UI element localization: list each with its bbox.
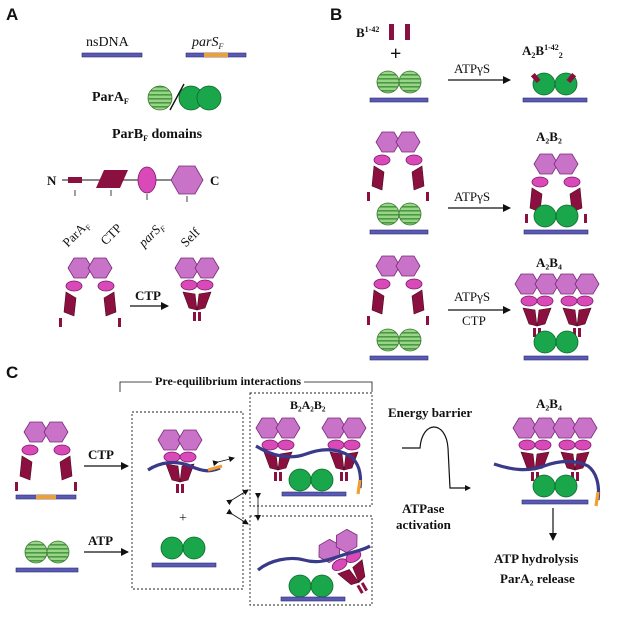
pre-eq-box-3 (249, 515, 373, 606)
dna-row3-left (369, 355, 429, 361)
parb-dimer-closed-a (175, 258, 219, 321)
dna-final-bar (521, 499, 589, 505)
ctp-domain (96, 170, 128, 188)
dna-c-box2-bar (281, 491, 347, 497)
dna-c-atp (15, 567, 79, 573)
atpgs-row3: ATPγS (454, 289, 491, 304)
para-c-box2 (288, 468, 334, 492)
panel-c (15, 381, 601, 606)
parb-row2-open (367, 132, 429, 201)
equilibrium-arrow-1 (226, 489, 249, 506)
equilibrium-arrow-2 (226, 508, 249, 525)
dna-c-box2 (255, 444, 363, 489)
n-terminus: N (47, 173, 57, 188)
b142-bar-2 (405, 24, 410, 40)
dna-row1-right (522, 97, 588, 103)
para-dimer-solid (178, 85, 222, 111)
parb-dimer-open-a (59, 258, 121, 327)
panel-label-b: B (330, 5, 343, 24)
c-terminus: C (210, 173, 220, 188)
parb-final-2 (553, 418, 597, 481)
b142-bar-1 (389, 24, 394, 40)
dna-row2-right (523, 229, 589, 235)
row3-product-label: A₂B₄ (536, 255, 562, 270)
parb-domains-title: ParBF domains (112, 127, 203, 143)
ctp-row3: CTP (462, 313, 486, 328)
panel-b (367, 24, 599, 361)
energy-barrier-label: Energy barrier (388, 405, 473, 420)
slide-arrow (212, 456, 235, 467)
pars-domain (137, 166, 157, 194)
para-row3-product (533, 330, 579, 354)
pre-eq-label: Pre-equilibrium interactions (152, 375, 305, 387)
dna-row1-left (369, 97, 429, 103)
b142-label: B1-42 (356, 25, 380, 40)
parb-row3-product-right (555, 274, 599, 337)
row2-product-label: A₂B₂ (536, 129, 562, 144)
hydrolysis-label: ATP hydrolysis (494, 551, 579, 566)
atpase-label-2: activation (396, 517, 451, 532)
dna-c-box3-bar (280, 596, 346, 602)
parb-row3-open (367, 256, 429, 325)
para-row2-striped (376, 202, 422, 226)
b2a2b2-label: B₂A₂B₂ (290, 398, 326, 412)
release-label: ParA₂ release (500, 571, 575, 586)
dna-c-box1 (151, 562, 217, 568)
para-c-striped (24, 540, 70, 564)
para-monomer-striped (147, 85, 173, 111)
atpgs-row2: ATPγS (454, 189, 491, 204)
energy-barrier-curve (402, 426, 471, 491)
panel-label-a: A (6, 5, 19, 24)
self-domain (170, 165, 204, 195)
para-label: ParAF (92, 90, 129, 106)
parb-final-1 (513, 418, 557, 481)
panel-label-c: C (6, 363, 19, 382)
plus-b: + (390, 43, 402, 65)
a2b4-final-label: A₂B₄ (536, 396, 562, 411)
ctp-arrow-label-a: CTP (135, 288, 161, 303)
para-final (532, 474, 578, 498)
nsdna-label: nsDNA (86, 35, 129, 50)
dna-row3-right (523, 355, 589, 361)
dna-c-box3 (256, 544, 371, 572)
parb-c-open (15, 422, 77, 491)
nsdna-bar (81, 52, 143, 58)
dna-final (493, 459, 601, 501)
slash (169, 83, 185, 111)
atp-label-c: ATP (88, 533, 114, 548)
pars-site (204, 53, 228, 57)
atpgs-row1: ATPγS (454, 61, 491, 76)
panel-a (59, 52, 247, 327)
ctp-label-c: CTP (88, 447, 114, 462)
para-domain (68, 177, 82, 183)
dna-row2-left (369, 229, 429, 235)
atpase-label-1: ATPase (402, 501, 445, 516)
para-c-box1 (160, 536, 206, 560)
pars-label: parSF (192, 35, 224, 51)
row1-product-label: A2B1-422 (522, 43, 563, 60)
para-row3-striped (376, 328, 422, 352)
para-row2-product (533, 204, 579, 228)
para-row1-striped (376, 70, 422, 94)
para-c-box3 (288, 574, 334, 598)
plus-c: + (179, 511, 187, 526)
parb-row3-product-left (515, 274, 559, 337)
pre-eq-box-2 (249, 392, 373, 507)
